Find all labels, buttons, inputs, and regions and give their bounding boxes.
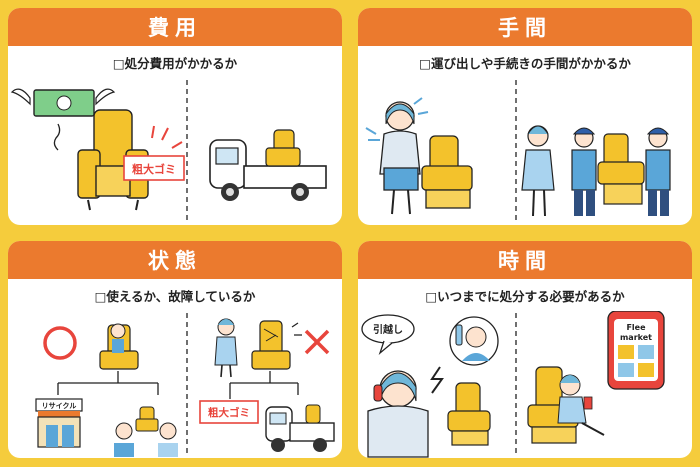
checkbox-icon: □ xyxy=(94,289,107,304)
lightning-icon xyxy=(430,366,444,394)
flea-label-2: market xyxy=(620,333,652,342)
sodai-gomi-sign: 粗大ゴミ xyxy=(199,400,259,424)
recycle-shop-icon: リサイクル xyxy=(35,398,83,448)
panel-condition: 状態 □使えるか、故障しているか リサイクル xyxy=(8,241,342,458)
person-on-chair-icon xyxy=(99,323,139,370)
panel-time: 時間 □いつまでに処分する必要があるか 引越し xyxy=(358,241,692,458)
truck-icon xyxy=(209,129,327,201)
woman-icon xyxy=(214,318,238,378)
moving-speech-bubble: 引越し xyxy=(361,314,415,355)
movers-icon xyxy=(571,127,671,216)
panel-title: 費用 xyxy=(8,8,342,46)
woman-icon xyxy=(521,125,555,217)
panel-title: 手間 xyxy=(358,8,692,46)
circle-mark-icon xyxy=(43,326,77,360)
panel-question: □いつまでに処分する必要があるか xyxy=(425,289,625,304)
panel-question: □運び出しや手続きの手間がかかるか xyxy=(419,56,631,71)
time-illustration: 引越し Flee market xyxy=(361,311,665,458)
flying-money-icon xyxy=(10,88,116,151)
worried-woman-icon xyxy=(365,97,429,215)
condition-illustration: リサイクル xyxy=(35,313,335,457)
happy-people-icon xyxy=(114,406,178,457)
exclaim-lines xyxy=(151,125,183,149)
flea-market-app-icon: Flee market xyxy=(607,311,665,390)
panel-title: 時間 xyxy=(358,241,692,279)
checkbox-icon: □ xyxy=(112,56,125,71)
flea-label-1: Flee xyxy=(626,323,646,332)
checkbox-icon: □ xyxy=(425,289,438,304)
sodai-gomi-sign: 粗大ゴミ xyxy=(123,155,185,181)
caller-icon xyxy=(449,316,499,366)
massage-chair-icon xyxy=(447,382,491,446)
sodai-gomi-label: 粗大ゴミ xyxy=(208,406,250,419)
cross-mark-icon xyxy=(304,329,330,355)
panel-question: □使えるか、故障しているか xyxy=(94,289,256,304)
panel-question: □処分費用がかかるか xyxy=(112,56,238,71)
panel-cost: 費用 □処分費用がかかるか 粗大ゴミ xyxy=(8,8,342,225)
sodai-gomi-label: 粗大ゴミ xyxy=(132,162,176,176)
broken-chair-icon xyxy=(251,320,302,370)
moving-label: 引越し xyxy=(373,323,403,336)
panel-effort: 手間 □運び出しや手続きの手間がかかるか xyxy=(358,8,692,225)
effort-illustration xyxy=(365,80,671,223)
truck-icon xyxy=(265,404,335,452)
cost-illustration: 粗大ゴミ xyxy=(10,80,327,223)
woman-on-phone-icon xyxy=(367,370,429,458)
woman-in-chair-icon xyxy=(527,366,605,444)
checkbox-icon: □ xyxy=(419,56,431,71)
recycle-shop-label: リサイクル xyxy=(42,401,77,410)
massage-chair-icon xyxy=(421,135,473,209)
panel-title: 状態 xyxy=(8,241,342,279)
